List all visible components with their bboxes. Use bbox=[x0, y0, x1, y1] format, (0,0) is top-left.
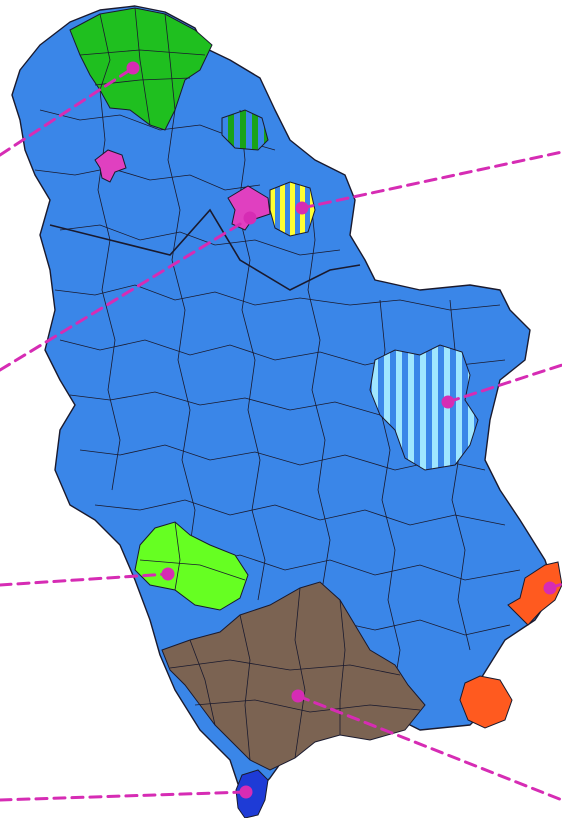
marker-dot-icon bbox=[243, 211, 257, 225]
brown-region-subdivisions bbox=[169, 587, 421, 761]
boundary-line bbox=[239, 614, 251, 761]
marker-dot-icon bbox=[239, 785, 253, 799]
boundary-line bbox=[189, 639, 216, 726]
lime-southwest-patch bbox=[134, 521, 249, 611]
boundary-line bbox=[294, 587, 306, 759]
boundary-line bbox=[169, 659, 401, 676]
marker-dot-icon bbox=[161, 567, 175, 581]
boundary-line bbox=[99, 13, 111, 91]
boundary-line bbox=[139, 559, 246, 581]
boundary-line bbox=[94, 499, 506, 526]
province-boundary bbox=[49, 208, 361, 291]
orange-southeast-patch bbox=[459, 675, 513, 729]
boundary-line bbox=[54, 284, 501, 311]
marker-dot-icon bbox=[295, 201, 309, 215]
boundary-line bbox=[194, 699, 421, 713]
marker-dot-icon bbox=[441, 395, 455, 409]
lime-patch-subdivisions bbox=[139, 521, 246, 591]
markers bbox=[126, 61, 557, 799]
leader-line-icon bbox=[300, 150, 562, 210]
magenta-patch-west bbox=[94, 149, 127, 183]
leader-line-icon bbox=[446, 363, 562, 404]
leader-line-icon bbox=[296, 694, 562, 802]
orange-east-patch bbox=[507, 561, 562, 626]
marker-dot-icon bbox=[543, 581, 557, 595]
boundary-line bbox=[79, 49, 206, 56]
leader-line-icon bbox=[0, 790, 248, 802]
boundary-line bbox=[69, 391, 421, 416]
brown-south-region bbox=[161, 581, 426, 771]
boundary-line bbox=[307, 189, 331, 591]
boundary-line bbox=[164, 13, 176, 111]
leader-line-icon bbox=[0, 66, 135, 157]
marker-dot-icon bbox=[291, 689, 305, 703]
leader-line-icon bbox=[0, 572, 170, 587]
boundary-line bbox=[339, 599, 346, 735]
boundary-line bbox=[329, 619, 511, 636]
boundary-line bbox=[167, 59, 196, 561]
boundary-line bbox=[174, 521, 181, 591]
light-blue-striped-patch bbox=[369, 344, 479, 471]
green-striped-patch bbox=[221, 109, 269, 151]
marker-dot-icon bbox=[126, 61, 140, 75]
boundary-line bbox=[134, 7, 151, 126]
leader-lines bbox=[0, 66, 562, 802]
yellow-striped-patch bbox=[269, 181, 316, 237]
leader-line-icon bbox=[0, 216, 252, 372]
boundary-line bbox=[34, 167, 261, 191]
